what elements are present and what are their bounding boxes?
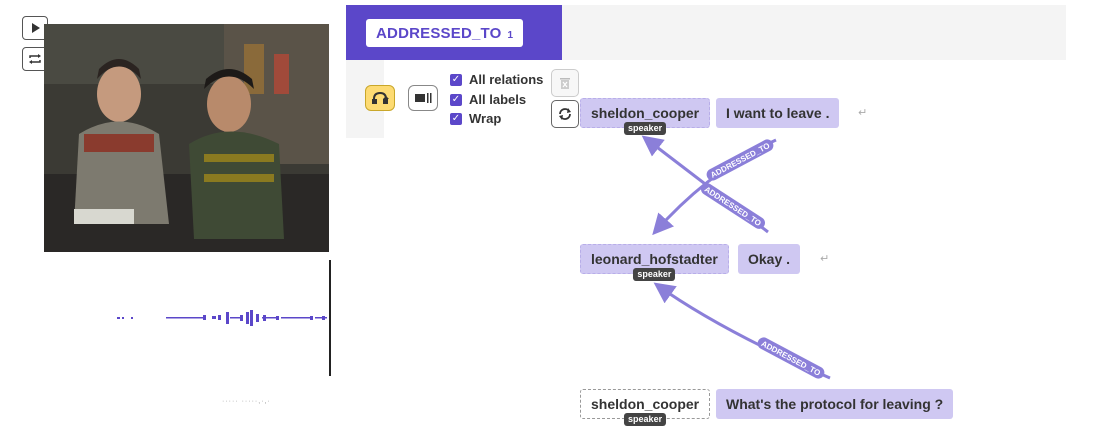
- all-relations-option[interactable]: ✓ All relations: [450, 72, 543, 87]
- playhead[interactable]: [329, 260, 331, 376]
- speaker-tag: speaker: [624, 413, 667, 426]
- refresh-icon: [559, 108, 571, 120]
- all-labels-option[interactable]: ✓ All labels: [450, 92, 526, 107]
- timeline-ticks: ····· ·····,·,·: [222, 398, 271, 405]
- speaker-tag: speaker: [633, 268, 676, 281]
- utterance-node[interactable]: Okay .: [738, 244, 801, 274]
- wrap-checkbox[interactable]: ✓: [450, 112, 462, 125]
- speaker-name: leonard_hofstadter: [591, 251, 718, 267]
- utterance-text: I want to leave .: [726, 105, 830, 121]
- all-labels-label: All labels: [469, 92, 527, 107]
- delete-button[interactable]: [551, 69, 579, 97]
- newline-icon: ↵: [820, 253, 830, 265]
- play-icon: [32, 23, 40, 33]
- video-player[interactable]: [44, 24, 329, 252]
- connect-mode-icon: [372, 91, 389, 104]
- utterance-text: Okay .: [748, 251, 791, 267]
- speaker-name: sheldon_cooper: [591, 105, 700, 121]
- refresh-button[interactable]: [551, 100, 579, 128]
- speaker-node[interactable]: leonard_hofstadter speaker: [580, 244, 729, 281]
- all-labels-checkbox[interactable]: ✓: [450, 93, 462, 106]
- relation-chip[interactable]: ADDRESSED_TO 1: [366, 19, 524, 47]
- relation-edge[interactable]: ADDRESSED_TO: [653, 282, 831, 381]
- loop-icon: [29, 54, 41, 64]
- relation-edge-label-bg: [701, 183, 765, 229]
- newline-icon: ↵: [858, 107, 868, 119]
- utterance-text: What's the protocol for leaving ?: [726, 396, 944, 412]
- relation-edge-label-bg: [757, 337, 825, 379]
- wrap-option[interactable]: ✓ Wrap: [450, 111, 501, 126]
- loop-button[interactable]: [22, 47, 48, 71]
- relation-edge-label-bg: [706, 139, 774, 181]
- relation-count: 1: [507, 30, 514, 41]
- connect-mode-button[interactable]: [365, 85, 395, 111]
- wrap-label: Wrap: [469, 111, 502, 126]
- speaker-name: sheldon_cooper: [591, 396, 700, 412]
- speaker-tag: speaker: [624, 122, 667, 135]
- audio-waveform[interactable]: [100, 290, 335, 350]
- layout-toggle-button[interactable]: [408, 85, 438, 111]
- relation-name: ADDRESSED_TO: [376, 24, 502, 42]
- video-frame-image: [44, 24, 329, 252]
- relation-edge-label: ADDRESSED_TO: [703, 185, 763, 228]
- relation-header: ADDRESSED_TO 1: [346, 5, 562, 60]
- trash-icon: [560, 78, 570, 89]
- relation-edge[interactable]: ADDRESSED_TO: [652, 137, 777, 236]
- speaker-node[interactable]: sheldon_cooper speaker: [580, 389, 711, 426]
- utterance-node[interactable]: What's the protocol for leaving ?: [716, 389, 954, 419]
- speaker-node[interactable]: sheldon_cooper speaker: [580, 98, 711, 135]
- relation-edge-label: ADDRESSED_TO: [760, 339, 822, 378]
- layout-toggle-icon: [415, 93, 432, 103]
- all-relations-checkbox[interactable]: ✓: [450, 73, 462, 86]
- relation-edge[interactable]: ADDRESSED_TO: [641, 135, 769, 234]
- relation-edge-label: ADDRESSED_TO: [709, 141, 771, 180]
- all-relations-label: All relations: [469, 72, 544, 87]
- utterance-node[interactable]: I want to leave .: [716, 98, 840, 128]
- media-panel: ····· ·····,·,·: [0, 0, 346, 446]
- play-button[interactable]: [22, 16, 48, 40]
